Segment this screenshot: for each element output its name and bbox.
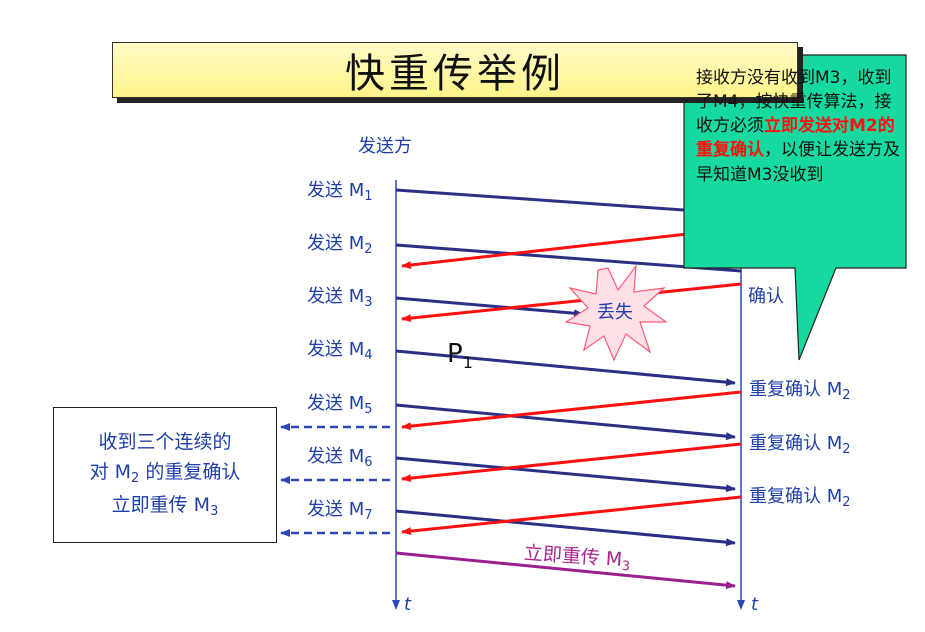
send-arrow-m6 — [395, 456, 736, 493]
callout-text: 接收方没有收到M3，收到了M4，按快重传算法，接收方必须立即发送对M2的重复确认… — [696, 68, 900, 185]
ack-arrow-2 — [401, 282, 742, 323]
note-line-1: 收到三个连续的 — [98, 431, 232, 453]
send-arrow-m7 — [395, 509, 736, 547]
dup-ack-arrow-3 — [401, 495, 742, 536]
send-label-m5: 发送 M5 — [307, 393, 373, 417]
lost-label: 丢失 — [597, 302, 633, 323]
callout-highlight: 立即发送对M2的重复确认 — [696, 116, 895, 161]
page-title: 快重传举例 — [345, 51, 565, 97]
lost-burst-icon — [564, 263, 668, 362]
dup-ack-label-2: 重复确认 M2 — [749, 433, 851, 457]
callout-bubble — [683, 54, 907, 361]
send-label-m6: 发送 M6 — [307, 446, 373, 470]
sender-label: 发送方 — [358, 136, 412, 157]
p1-label: P1 — [447, 339, 473, 372]
send-arrow-m4 — [395, 349, 736, 387]
note-line-2: 对 M2 的重复确认 — [89, 461, 241, 487]
sender-time-label: t — [404, 594, 412, 615]
send-label-m7: 发送 M7 — [307, 499, 373, 523]
dup-ack-label-3: 重复确认 M2 — [749, 486, 851, 510]
receiver-time-label: t — [751, 594, 759, 615]
fast-retransmit-note: 收到三个连续的 对 M2 的重复确认 立即重传 M3 — [53, 407, 277, 543]
retransmit-arrow — [395, 551, 736, 590]
ack-label-partial: 确认 — [748, 286, 784, 307]
note-line-3: 立即重传 M3 — [111, 494, 219, 520]
send-arrow-m3 — [395, 296, 584, 318]
sender-time-arrow-icon — [392, 600, 400, 610]
send-label-m2: 发送 M2 — [307, 233, 373, 257]
send-label-m1: 发送 M1 — [307, 180, 373, 204]
title-banner: 快重传举例 — [112, 42, 798, 98]
receiver-time-arrow-icon — [737, 600, 745, 610]
send-label-m4: 发送 M4 — [307, 339, 373, 363]
dup-ack-arrow-1 — [401, 390, 742, 431]
dup-ack-arrow-2 — [401, 442, 742, 483]
send-arrow-m5 — [395, 403, 736, 441]
send-label-m3: 发送 M3 — [307, 286, 373, 310]
dup-ack-label-1: 重复确认 M2 — [749, 379, 851, 403]
